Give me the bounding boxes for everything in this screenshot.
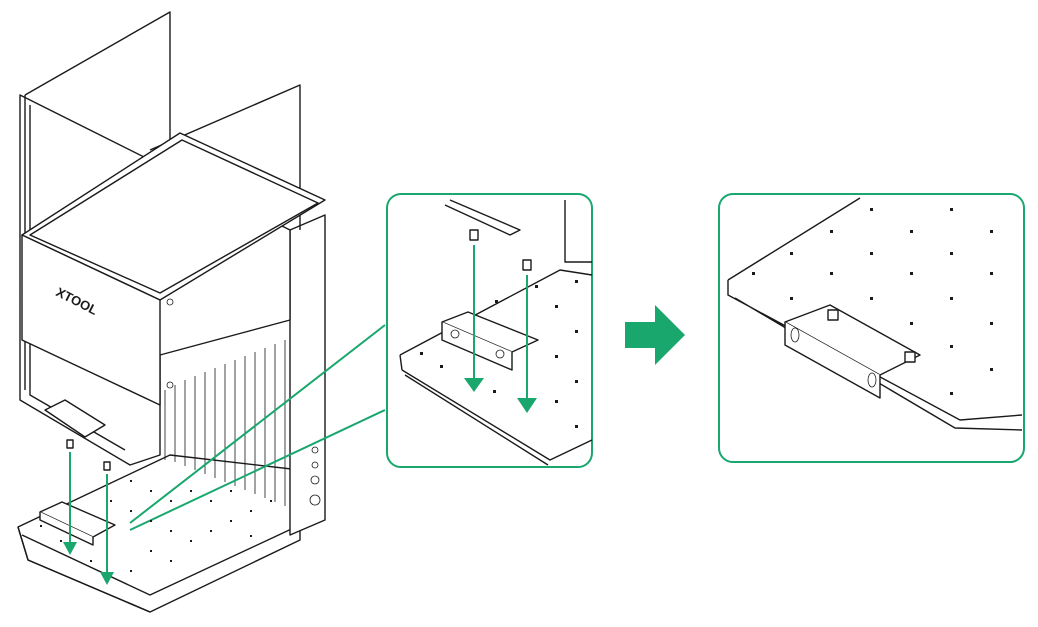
laser-machine: XTOOL [17,11,386,613]
zoom-panel-step [386,193,593,468]
heat-sink-fins [164,340,286,506]
arrow-right-icon [625,305,685,365]
base-plate [17,454,301,613]
side-column [289,214,326,536]
zoom-leader-lines [129,324,386,531]
glass-shield-left [24,11,171,150]
plate-holes [40,208,993,572]
arrow-down-icon [63,542,114,585]
front-panel [21,234,161,406]
control-buttons [309,446,321,506]
handle [44,399,106,438]
arrow-down-icon [464,378,537,413]
result-panel [718,193,1025,463]
glass-shield-right [149,84,301,230]
